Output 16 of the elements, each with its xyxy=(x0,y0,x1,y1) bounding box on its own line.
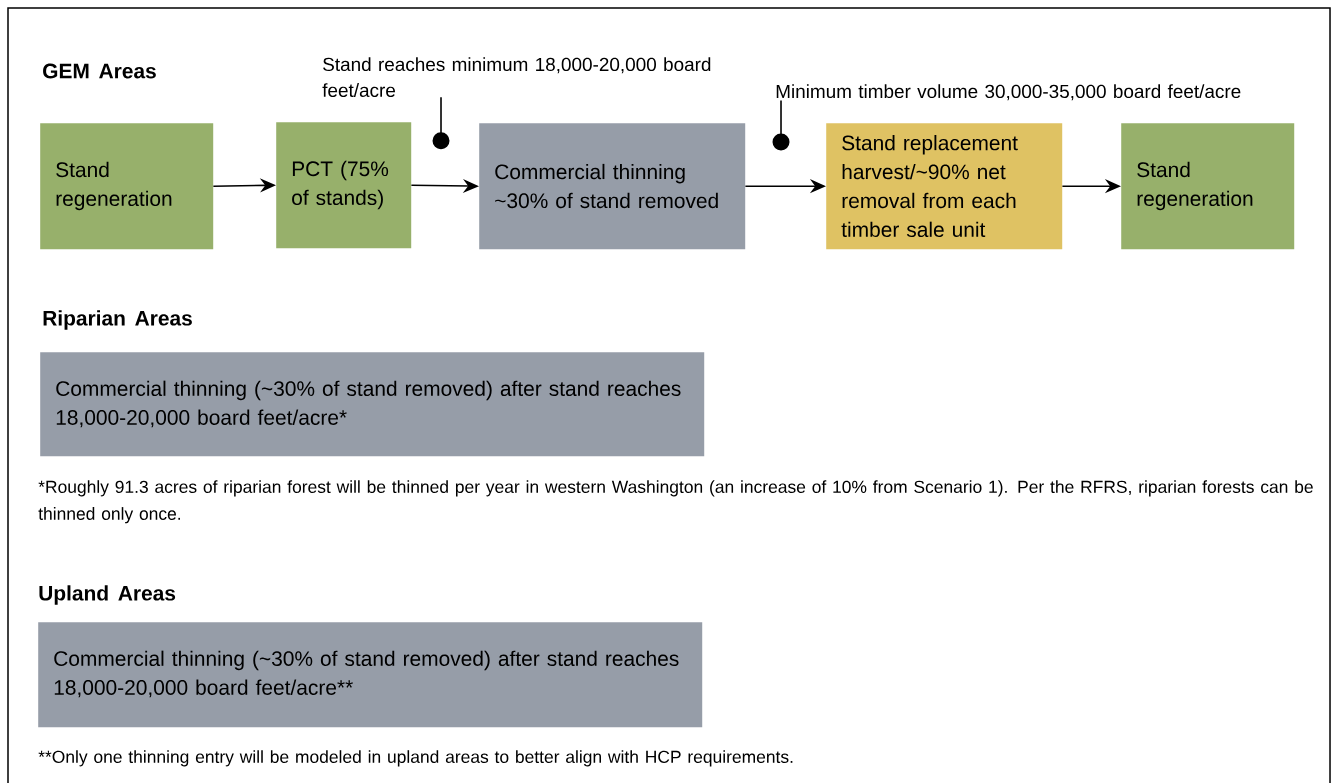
annotation: Minimum timber volume 30,000-35,000 board feet/acre xyxy=(776,84,1241,101)
footnote: *Roughly 91.3 acres of riparian forest will be thinned per year in western Washington (an increase of 10% from Scenario 1). Per the RFRS, riparian forests can be thinned only once. xyxy=(38,480,1313,524)
annotation: Stand reaches minimum 18,000-20,000 board feet/acre xyxy=(322,57,711,97)
process-box: Commercial thinning ~30% of stand removed xyxy=(479,123,746,250)
leader-line xyxy=(772,99,790,151)
process-box: Commercial thinning (~30% of stand removed) after stand reaches 18,000-20,000 board feet/acre** xyxy=(38,622,703,728)
process-box: Commercial thinning (~30% of stand removed) after stand reaches 18,000-20,000 board feet/acre* xyxy=(40,352,705,457)
section-heading: GEM Areas xyxy=(43,63,156,79)
process-box: Stand replacement harvest/~90% net removal from each timber sale unit xyxy=(826,123,1063,250)
process-box: PCT (75% of stands) xyxy=(276,122,412,249)
section-heading: Riparian Areas xyxy=(43,310,192,330)
leader-line xyxy=(432,96,450,150)
footnote: **Only one thinning entry will be modeled in upland areas to better align with HCP requirements. xyxy=(38,750,793,767)
process-box: Stand regeneration xyxy=(1121,123,1295,250)
section-heading: Upland Areas xyxy=(39,585,176,605)
process-box: Stand regeneration xyxy=(40,123,214,250)
